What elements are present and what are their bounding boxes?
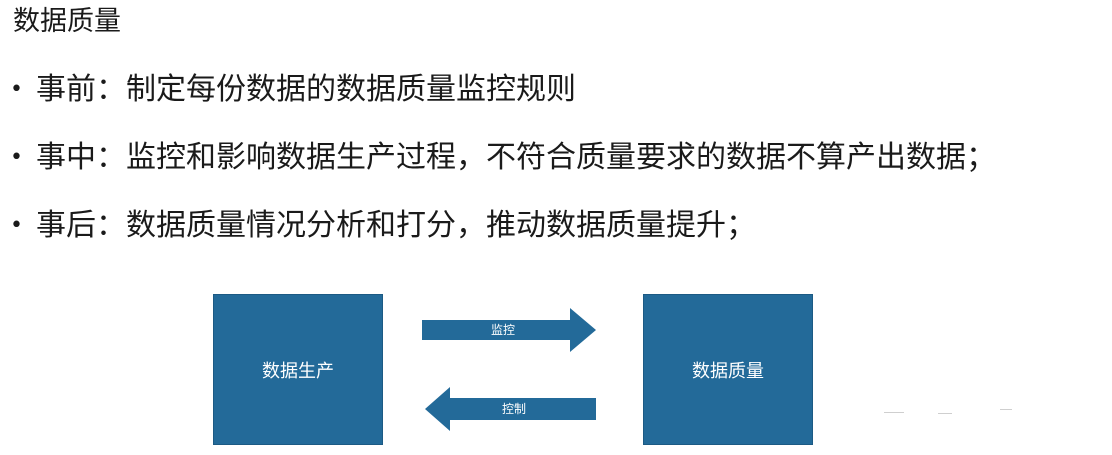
- data-production-label: 数据生产: [262, 360, 334, 382]
- data-quality-label: 数据质量: [692, 360, 764, 382]
- bullet-dot-icon: •: [10, 213, 23, 238]
- bullet-text: 事前：制定每份数据的数据质量监控规则: [36, 72, 576, 107]
- scan-noise: [938, 413, 952, 414]
- monitor-arrow-right-icon: [422, 308, 596, 352]
- bullet-dot-icon: •: [10, 77, 23, 102]
- bullet-text: 事中：监控和影响数据生产过程，不符合质量要求的数据不算产出数据；: [36, 140, 996, 175]
- control-arrow-left-icon: [425, 387, 596, 431]
- data-production-box: 数据生产: [213, 294, 383, 445]
- scan-noise: [1000, 409, 1012, 410]
- data-quality-box: 数据质量: [643, 294, 813, 445]
- bullet-dot-icon: •: [10, 145, 23, 170]
- control-label: 控制: [502, 402, 527, 416]
- slide-title: 数据质量: [13, 6, 121, 37]
- scan-noise: [884, 412, 904, 413]
- bullet-text: 事后：数据质量情况分析和打分，推动数据质量提升；: [36, 208, 756, 243]
- monitor-label: 监控: [491, 323, 516, 337]
